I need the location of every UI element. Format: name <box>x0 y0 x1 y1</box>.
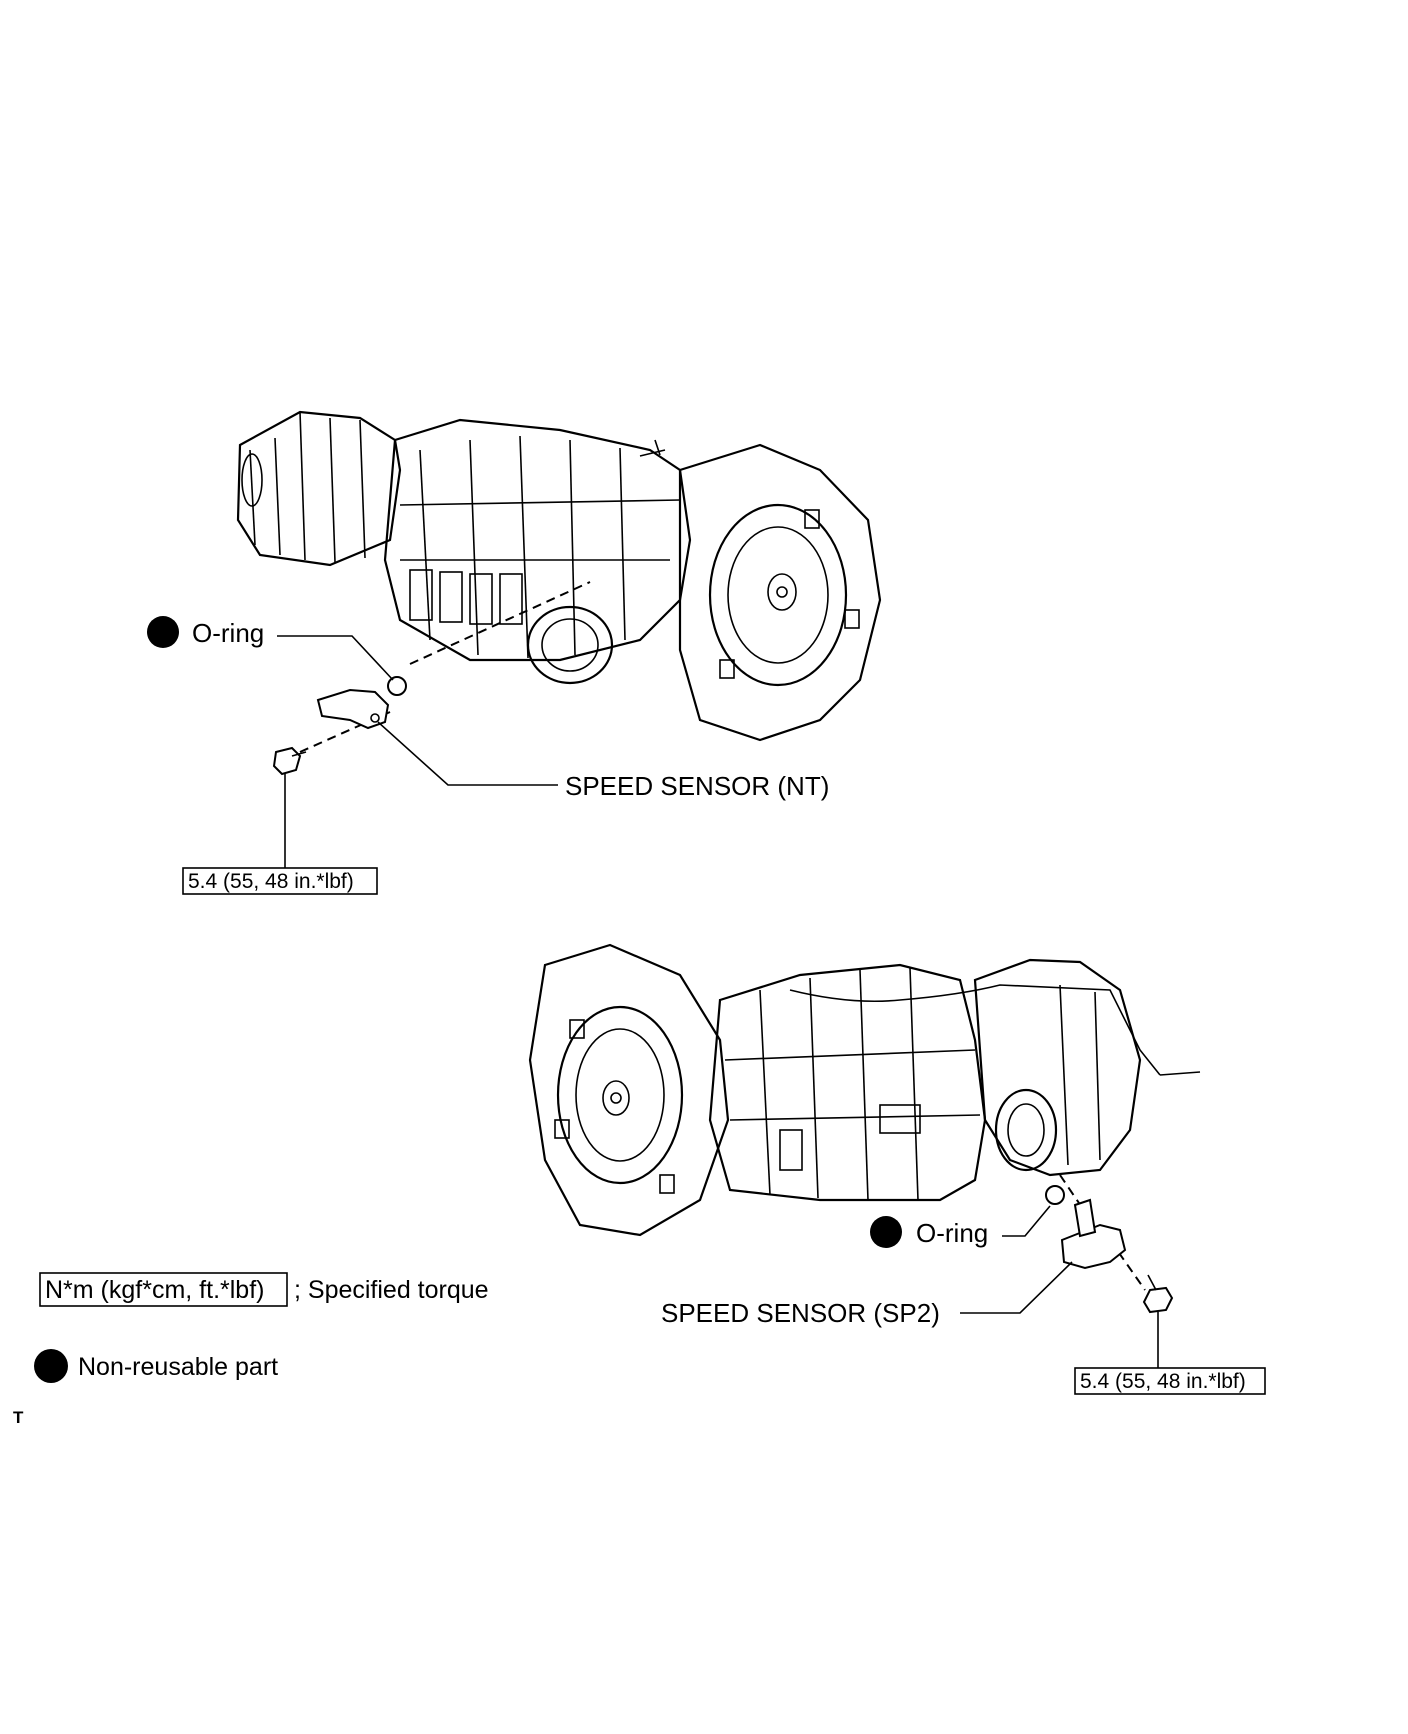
lower-speed-sensor-sp2-icon <box>1060 1223 1127 1270</box>
upper-bolt-icon <box>272 746 302 776</box>
legend-nonreusable-desc: Non-reusable part <box>78 1353 278 1381</box>
upper-torque-box <box>182 867 378 895</box>
upper-callouts: O-ring SPEED SENSOR (NT) 5.4 (55, 48 in.… <box>147 616 829 895</box>
lower-torque-box <box>1074 1367 1266 1395</box>
upper-oring-label: O-ring <box>192 618 264 648</box>
legend-nonreusable-icon <box>34 1349 68 1383</box>
upper-speed-sensor-label: SPEED SENSOR (NT) <box>565 771 829 801</box>
lower-sensor-parts <box>1045 1174 1174 1314</box>
upper-transmission-illustration <box>236 410 882 742</box>
lower-speed-sensor-label: SPEED SENSOR (SP2) <box>661 1298 940 1328</box>
lower-transmission-illustration <box>528 943 1201 1237</box>
upper-torque-value: 5.4 (55, 48 in.*lbf) <box>188 870 354 893</box>
legend-torque-unit: N*m (kgf*cm, ft.*lbf) <box>45 1276 264 1304</box>
upper-speed-sensor-nt-icon <box>316 688 390 730</box>
legend-torque-desc: ; Specified torque <box>294 1276 489 1304</box>
lower-oring-nonreusable-icon <box>870 1216 902 1248</box>
lower-oring-label: O-ring <box>916 1218 988 1248</box>
upper-oring-icon <box>387 676 407 696</box>
upper-oring-nonreusable-icon <box>147 616 179 648</box>
legend: N*m (kgf*cm, ft.*lbf) ; Specified torque… <box>13 1272 489 1427</box>
lower-torque-value: 5.4 (55, 48 in.*lbf) <box>1080 1370 1246 1393</box>
lower-bolt-icon <box>1142 1286 1174 1314</box>
legend-torque-box <box>39 1272 288 1307</box>
lower-callouts: O-ring SPEED SENSOR (SP2) 5.4 (55, 48 in… <box>661 1205 1266 1395</box>
corner-mark: T <box>13 1408 24 1427</box>
upper-sensor-parts <box>272 581 591 776</box>
lower-oring-icon <box>1045 1185 1065 1205</box>
